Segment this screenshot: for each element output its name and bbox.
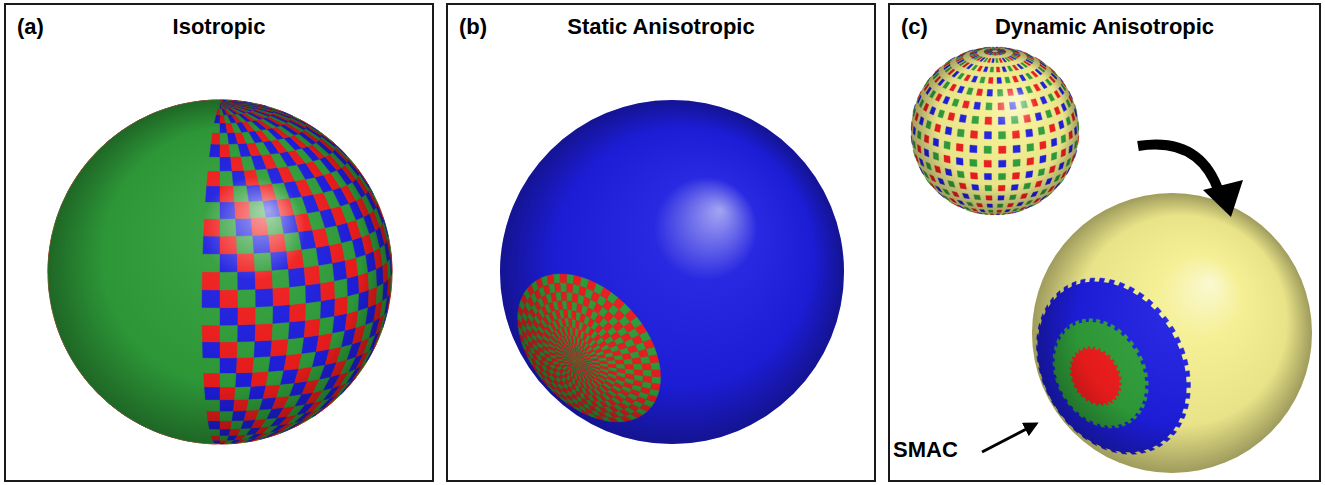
surface-tile	[48, 100, 392, 444]
sphere-body	[911, 47, 1079, 215]
dynamic-sphere-before	[911, 47, 1079, 215]
surface-tile	[48, 100, 392, 444]
sphere-body	[48, 100, 392, 444]
sphere-shading	[500, 100, 844, 444]
surface-tile	[48, 100, 392, 444]
dynamic-sphere-after	[1006, 193, 1312, 482]
sphere-body	[500, 100, 844, 444]
static-sphere	[489, 100, 844, 449]
sphere-shading	[911, 47, 1079, 215]
sphere-shading	[48, 100, 392, 444]
isotropic-sphere	[48, 100, 392, 444]
sphere-body	[1032, 193, 1312, 473]
